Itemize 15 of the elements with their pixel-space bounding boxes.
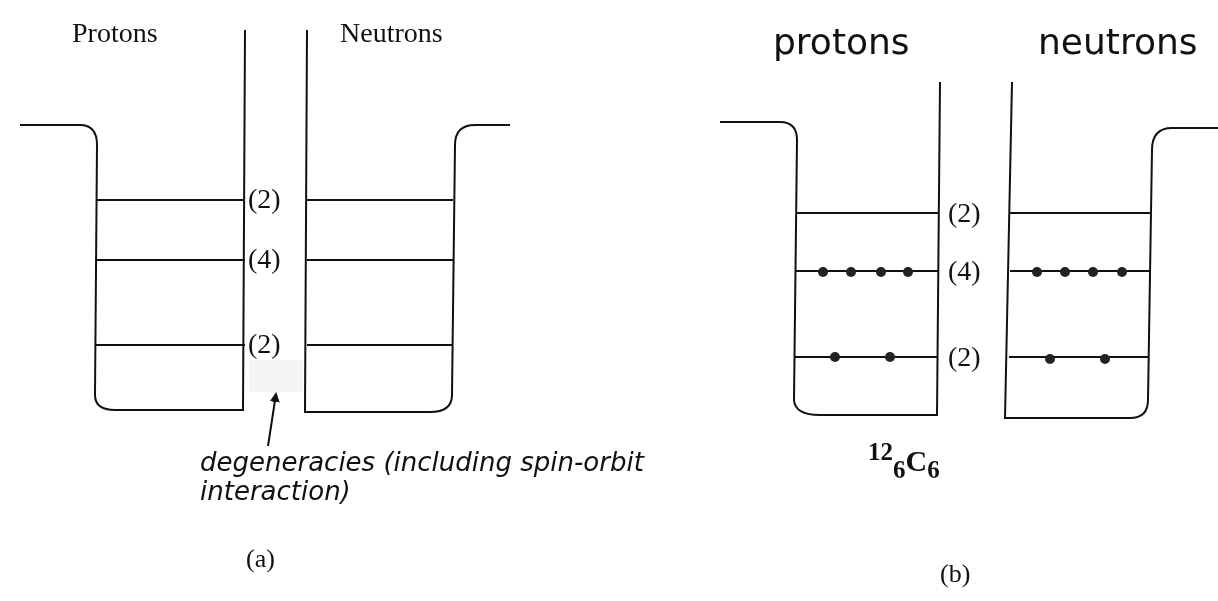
well-gap <box>249 360 303 392</box>
panel-heading: neutrons <box>1038 22 1198 62</box>
panel-label: (a) <box>246 545 275 574</box>
degeneracy-label: (2) <box>948 342 981 373</box>
degeneracy-label: (2) <box>248 329 281 360</box>
panel-heading: protons <box>773 22 910 62</box>
degeneracy-label: (4) <box>248 244 281 275</box>
panel-heading: Protons <box>72 18 158 49</box>
panel-label: (b) <box>940 560 971 589</box>
degeneracy-label: (2) <box>248 184 281 215</box>
panel-heading: Neutrons <box>340 18 443 49</box>
degeneracy-label: (2) <box>948 198 981 229</box>
annotation-text: degeneracies (including spin-orbit interaction) <box>200 448 680 506</box>
degeneracy-label: (4) <box>948 256 981 287</box>
leader-arrow <box>267 392 280 447</box>
